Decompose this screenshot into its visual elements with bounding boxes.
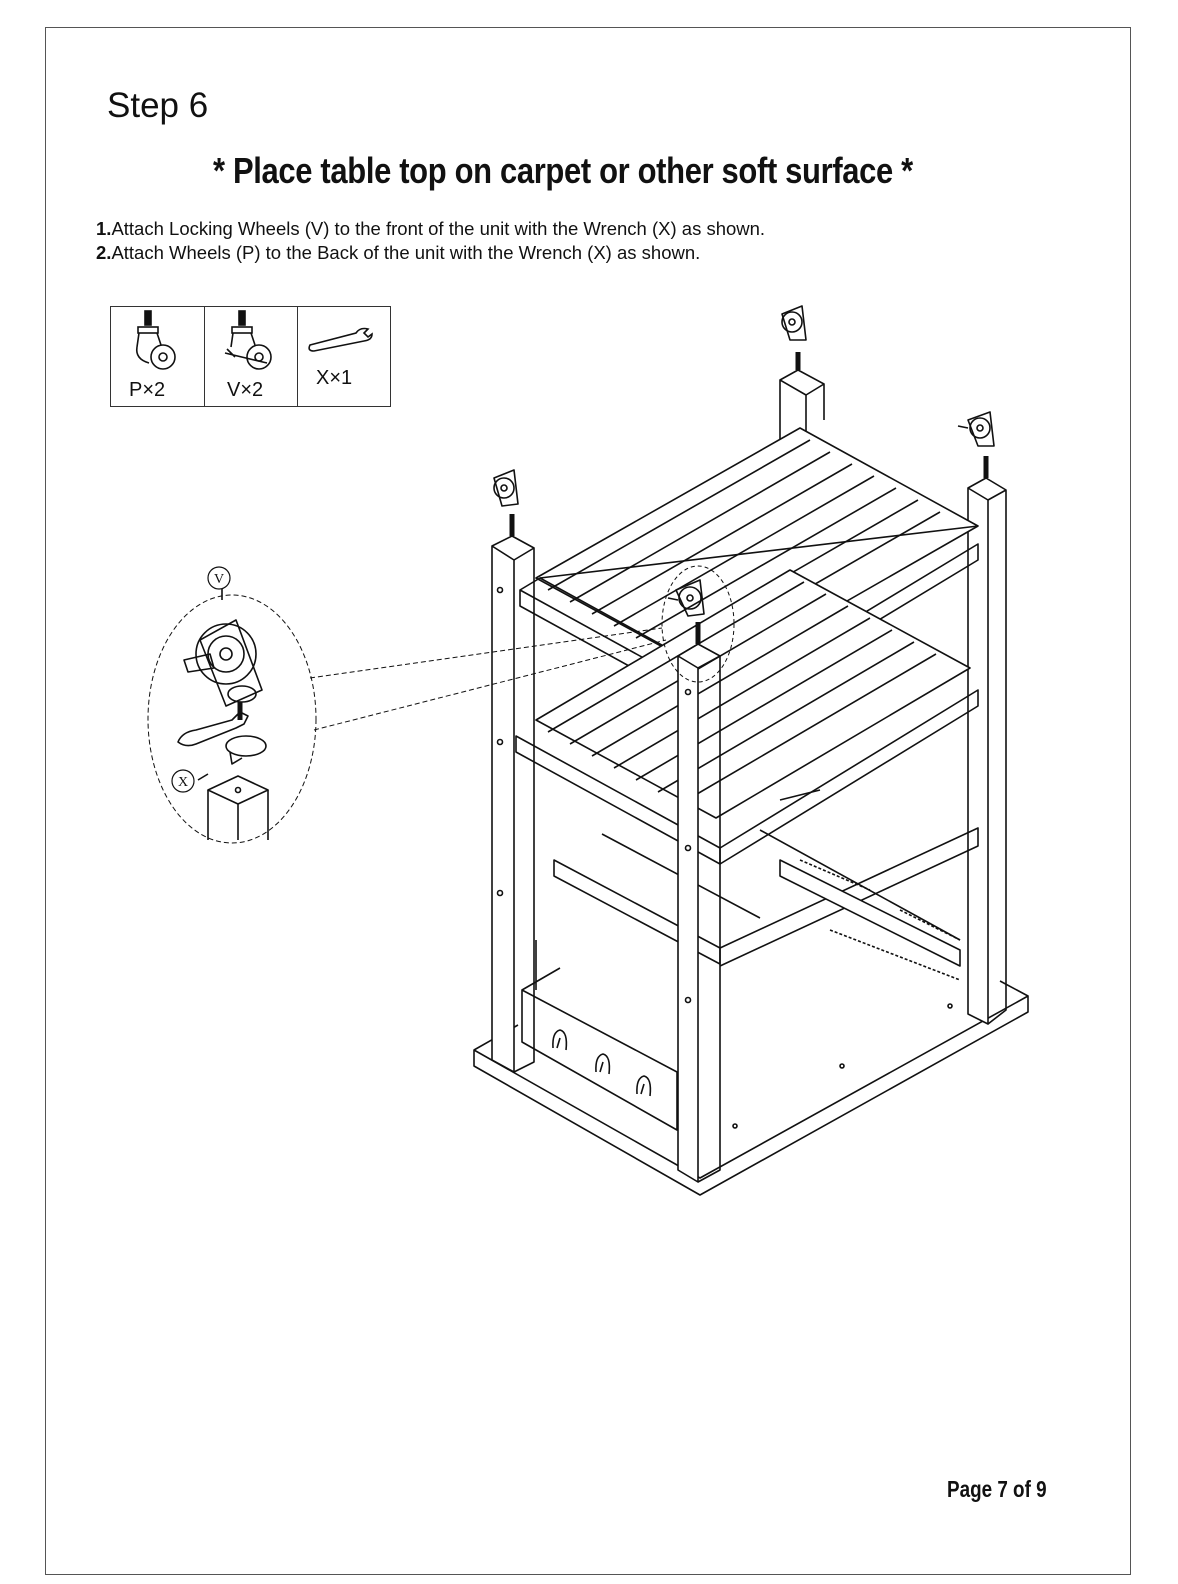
instruction-number: 1. <box>96 218 112 239</box>
warning-heading: * Place table top on carpet or other sof… <box>213 150 913 191</box>
detail-callout <box>147 594 317 844</box>
lower-box <box>521 989 678 1131</box>
callout-v-label: V <box>214 572 224 587</box>
caster-back-left <box>781 305 807 370</box>
leg-back-right <box>967 487 989 1025</box>
part-cell-x: X×1 <box>297 307 390 406</box>
part-label: P×2 <box>129 379 166 401</box>
caster-highlight <box>661 565 735 683</box>
part-label: X×1 <box>316 367 353 389</box>
detail-leg <box>207 775 269 840</box>
part-cell-v: V×2 <box>204 307 297 406</box>
instruction-item: 2.Attach Wheels (P) to the Back of the u… <box>96 241 765 265</box>
detail-wrench-icon <box>177 711 249 747</box>
handle-holes <box>552 1029 652 1097</box>
callout-x-circle <box>171 769 195 793</box>
callout-v-circle <box>207 566 231 590</box>
rotate-arrow-icon <box>225 735 267 757</box>
parts-table: P×2 V×2 X×1 <box>110 306 391 407</box>
instruction-text: Attach Wheels (P) to the Back of the uni… <box>111 242 701 263</box>
instructions-list: 1.Attach Locking Wheels (V) to the front… <box>96 217 765 265</box>
leg-front-right <box>677 655 699 1183</box>
detail-wheel-icon <box>183 619 263 720</box>
instruction-item: 1.Attach Locking Wheels (V) to the front… <box>96 217 765 241</box>
caster-front-right <box>667 579 705 644</box>
step-title: Step 6 <box>107 86 209 125</box>
callout-x-label: X <box>178 775 188 790</box>
leg-front-left <box>491 545 515 1073</box>
screw-holes <box>496 586 953 1129</box>
instruction-text: Attach Locking Wheels (V) to the front o… <box>111 218 766 239</box>
caster-wheel-icon <box>135 310 176 370</box>
part-cell-p: P×2 <box>111 307 204 406</box>
caster-front-left <box>493 469 519 536</box>
middle-shelf <box>535 569 971 819</box>
locking-caster-wheel-icon <box>224 310 272 370</box>
page-number: Page 7 of 9 <box>947 1476 1047 1502</box>
page-border <box>45 27 1131 1575</box>
base-platform <box>473 995 1029 1196</box>
instruction-number: 2. <box>96 242 112 263</box>
wrench-icon <box>308 327 373 352</box>
caster-back-right <box>957 411 995 478</box>
part-label: V×2 <box>227 379 264 401</box>
